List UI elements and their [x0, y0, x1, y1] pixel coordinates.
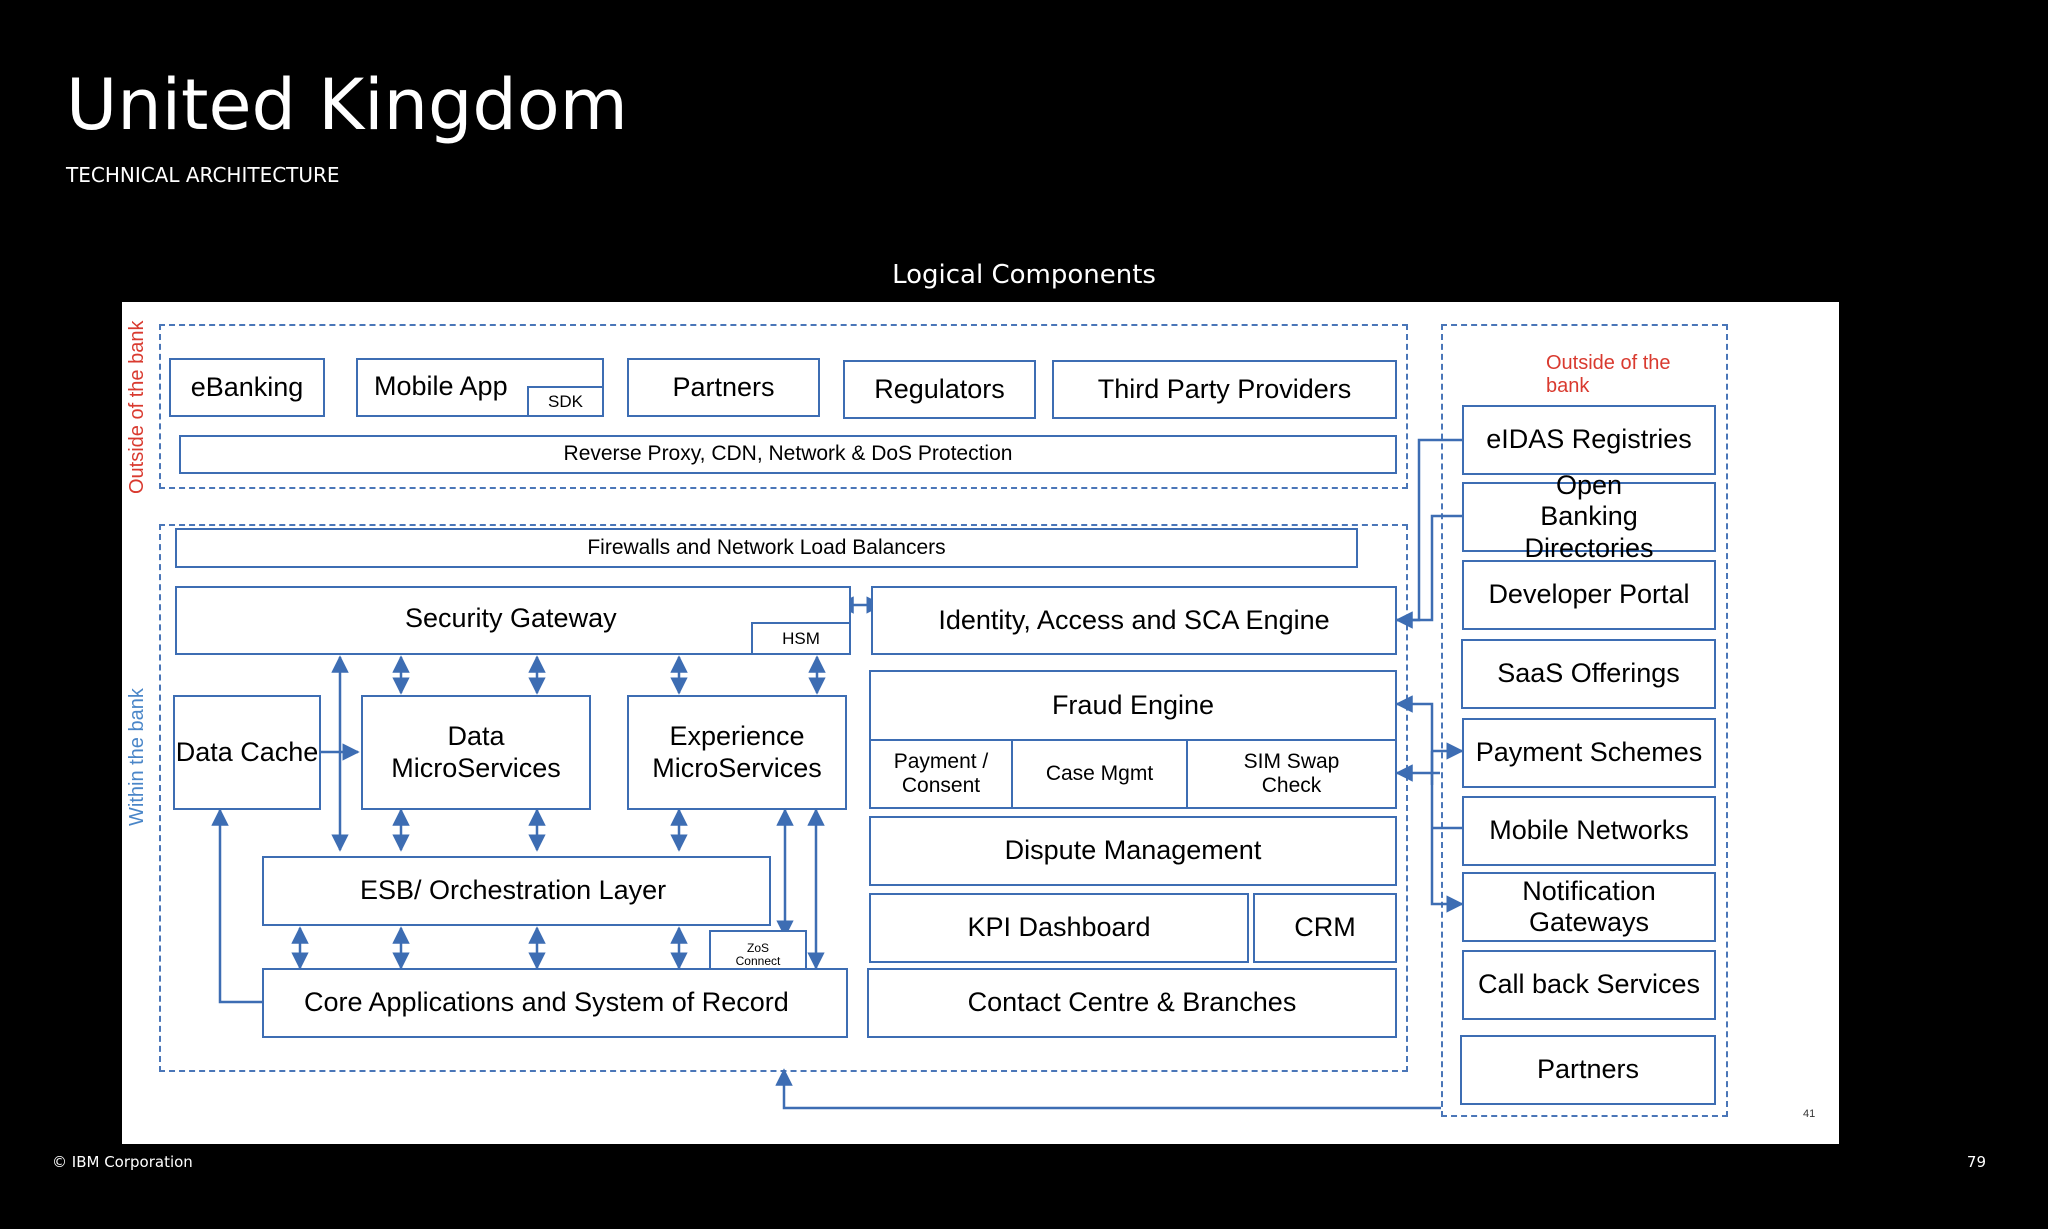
core-applications-box: Core Applications and System of Record [262, 968, 848, 1038]
notification-gateways-box: Notification Gateways [1462, 872, 1716, 942]
partners-external-box: Partners [1460, 1035, 1716, 1105]
external-services-zone [1441, 324, 1728, 1117]
ebanking-box: eBanking [169, 358, 325, 417]
esb-orchestration-box: ESB/ Orchestration Layer [262, 856, 771, 926]
experience-microservices-box: Experience MicroServices [627, 695, 847, 810]
partners-channel-box: Partners [627, 358, 820, 417]
firewalls-bar: Firewalls and Network Load Balancers [175, 528, 1358, 568]
sdk-box: SDK [527, 386, 604, 417]
copyright: © IBM Corporation [52, 1153, 193, 1171]
eidas-registries-box: eIDAS Registries [1462, 405, 1716, 475]
saas-offerings-box: SaaS Offerings [1461, 639, 1716, 709]
page-number: 79 [1966, 1153, 1986, 1171]
case-mgmt-box: Case Mgmt [1011, 739, 1188, 809]
data-cache-box: Data Cache [173, 695, 321, 810]
external-zone-label: Outside of the bank [1546, 352, 1671, 397]
dispute-management-box: Dispute Management [869, 816, 1397, 886]
third-party-providers-box: Third Party Providers [1052, 360, 1397, 419]
identity-engine-box: Identity, Access and SCA Engine [871, 586, 1397, 655]
mobile-networks-box: Mobile Networks [1462, 796, 1716, 866]
kpi-dashboard-box: KPI Dashboard [869, 893, 1249, 963]
security-gateway-box: Security Gateway [175, 586, 851, 655]
reverse-proxy-bar: Reverse Proxy, CDN, Network & DoS Protec… [179, 435, 1397, 474]
architecture-diagram: Outside of the bank Within the bank Outs… [122, 302, 1839, 1144]
developer-portal-box: Developer Portal [1462, 560, 1716, 630]
hsm-box: HSM [751, 622, 851, 655]
zos-connect-box: ZoS Connect [709, 930, 807, 980]
contact-centre-box: Contact Centre & Branches [867, 968, 1397, 1038]
connector-lines [211, 438, 1464, 1110]
sim-swap-check-box: SIM Swap Check [1186, 739, 1397, 809]
regulators-box: Regulators [843, 360, 1036, 419]
outside-bank-zone [159, 324, 1408, 489]
fraud-engine-box: Fraud Engine [869, 670, 1397, 741]
slide-subtitle: TECHNICAL ARCHITECTURE [66, 163, 340, 187]
crm-box: CRM [1253, 893, 1397, 963]
data-microservices-box: Data MicroServices [361, 695, 591, 810]
payment-consent-box: Payment / Consent [869, 739, 1013, 809]
payment-schemes-box: Payment Schemes [1462, 718, 1716, 788]
page-mark: 41 [1803, 1108, 1816, 1120]
mobile-app-label: Mobile App [374, 370, 508, 401]
security-gateway-label: Security Gateway [405, 602, 617, 633]
call-back-services-box: Call back Services [1462, 950, 1716, 1020]
slide-title: United Kingdom [66, 64, 628, 146]
open-banking-directories-box: Open Banking Directories [1462, 470, 1716, 563]
diagram-caption: Logical Components [892, 260, 1156, 290]
